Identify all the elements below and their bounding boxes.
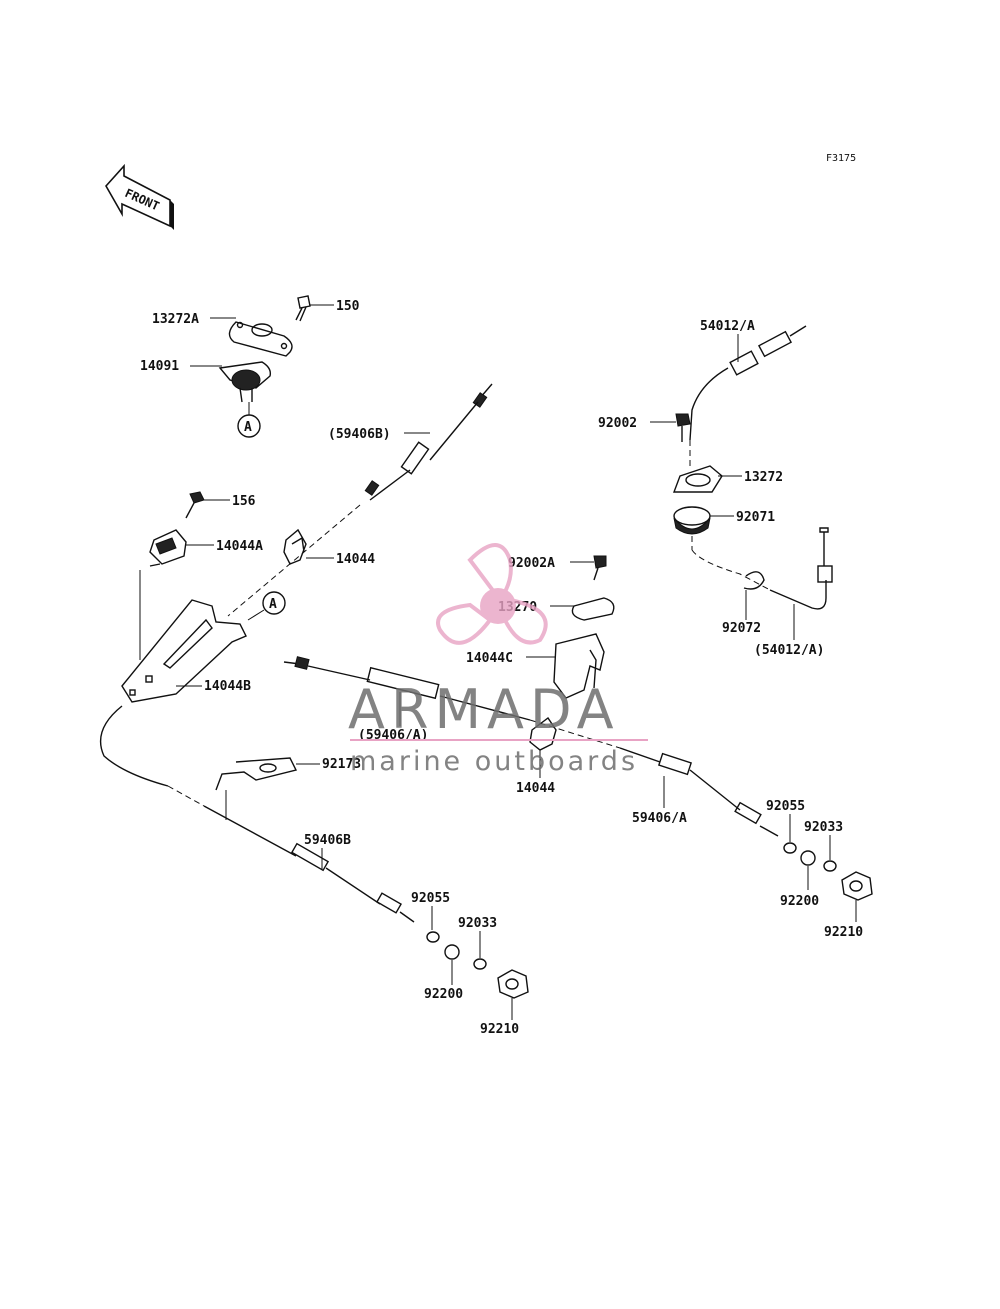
cable-59406A	[283, 656, 779, 837]
bracket-14044B	[121, 599, 247, 703]
bracket-14044C	[553, 633, 605, 699]
label-54012A-paren: (54012/A)	[754, 643, 824, 658]
bolt-150	[295, 295, 311, 322]
label-14044B: 14044B	[204, 679, 251, 694]
label-92033-right: 92033	[804, 820, 843, 835]
label-54012A: 54012/A	[700, 319, 755, 334]
hardware-lower-right	[783, 842, 873, 901]
bracket-92173	[215, 757, 298, 791]
label-14091: 14091	[140, 359, 179, 374]
label-59406B: 59406B	[304, 833, 351, 848]
label-92210-left: 92210	[480, 1022, 519, 1037]
cable-54012A-upper	[689, 325, 807, 470]
label-14044C: 14044C	[466, 651, 513, 666]
grommet-14091	[218, 361, 272, 403]
label-92072: 92072	[722, 621, 761, 636]
label-92200-left: 92200	[424, 987, 463, 1002]
clamp-14044A	[149, 529, 187, 567]
label-92200-right: 92200	[780, 894, 819, 909]
label-92055-right: 92055	[766, 799, 805, 814]
ref-circle-mid	[262, 591, 286, 615]
label-92210-right: 92210	[824, 925, 863, 940]
cable-59406B-lower	[99, 705, 415, 923]
cable-59406B-upper	[227, 383, 493, 617]
label-14044-mid: 14044	[516, 781, 555, 796]
bolt-92002A	[593, 555, 607, 581]
diagram-code: F3175	[826, 153, 856, 164]
label-13272: 13272	[744, 470, 783, 485]
bolt-156	[185, 491, 205, 519]
label-92002: 92002	[598, 416, 637, 431]
gasket-13272A	[228, 321, 293, 357]
gasket-13270	[571, 597, 615, 621]
cap-92071	[673, 506, 711, 535]
label-92033-left: 92033	[458, 916, 497, 931]
clamp-14044-mid	[529, 716, 557, 751]
bolt-92002	[675, 413, 691, 442]
label-92055-left: 92055	[411, 891, 450, 906]
label-59406B-paren: (59406B)	[328, 427, 391, 442]
watermark-logo-icon	[436, 543, 548, 645]
cable-54012A-lower	[691, 527, 833, 610]
plate-13272	[672, 465, 723, 493]
label-92002A: 92002A	[508, 556, 555, 571]
ref-marker-mid: A	[269, 597, 277, 612]
clip-92072	[743, 571, 765, 590]
label-14044-top: 14044	[336, 552, 375, 567]
label-14044A: 14044A	[216, 539, 263, 554]
label-92173: 92173	[322, 757, 361, 772]
label-150: 150	[336, 299, 360, 314]
ref-marker-top: A	[244, 420, 252, 435]
hardware-lower-left	[426, 931, 529, 999]
watermark-brand: ARMADA	[348, 678, 620, 741]
label-156: 156	[232, 494, 256, 509]
label-13272A: 13272A	[152, 312, 199, 327]
front-arrow-icon: FRONT	[105, 163, 174, 230]
label-59406A: 59406/A	[632, 811, 687, 826]
label-92071: 92071	[736, 510, 775, 525]
watermark-tagline: marine outboards	[350, 746, 638, 777]
clamp-14044-top	[283, 528, 307, 565]
